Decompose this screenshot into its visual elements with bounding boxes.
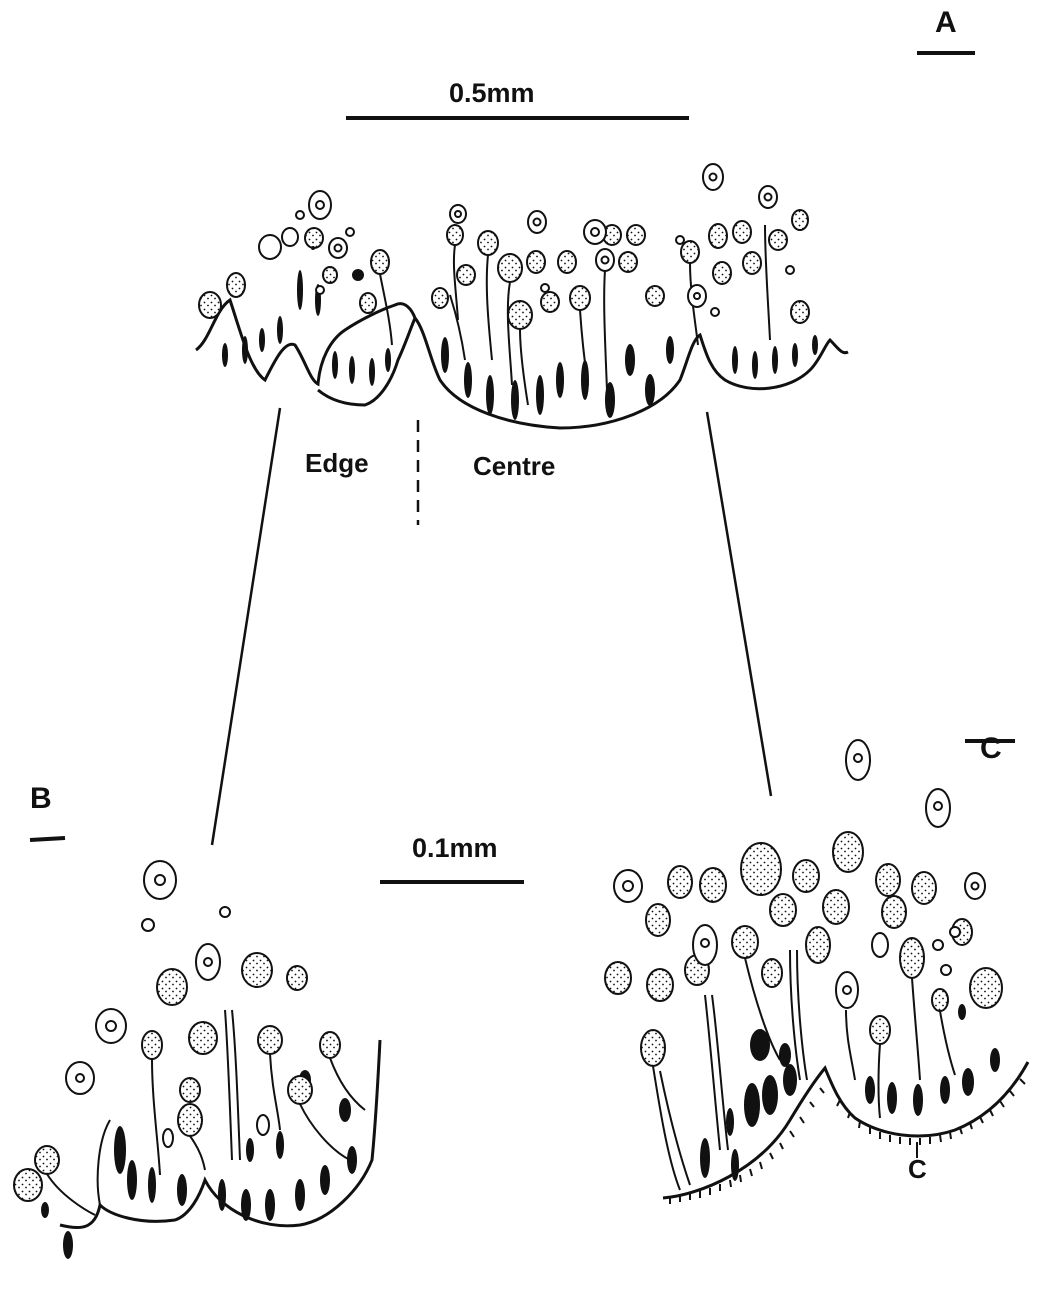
panel-c-marker-label: C <box>908 1154 927 1184</box>
zoom-line-right <box>707 412 771 796</box>
centre-label: Centre <box>473 451 555 481</box>
panel-c: C <box>605 732 1028 1204</box>
panel-c-letter: C <box>980 732 1002 765</box>
scale-bar-bottom-label: 0.1mm <box>412 833 498 863</box>
panel-b-stippled-cells <box>14 953 340 1201</box>
panel-b-underline <box>30 838 65 840</box>
panel-b: B 0.1mm <box>14 782 524 1259</box>
scale-bar-top-label: 0.5mm <box>449 78 535 108</box>
panel-a: A 0.5mm <box>196 6 975 845</box>
panel-a-letter: A <box>935 6 957 39</box>
edge-label: Edge <box>305 448 369 478</box>
panel-b-letter: B <box>30 782 52 815</box>
panel-b-inner-outline <box>98 1120 110 1205</box>
panel-c-dark-nuclei <box>700 1004 1000 1181</box>
zoom-line-left <box>212 408 280 845</box>
